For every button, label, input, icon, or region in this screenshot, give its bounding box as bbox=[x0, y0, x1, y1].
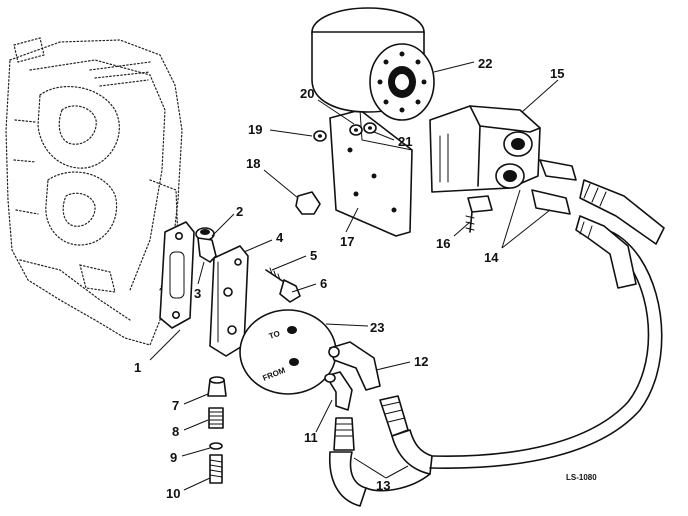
engine-block-housing bbox=[5, 37, 183, 346]
oil-cooler-housing bbox=[429, 105, 541, 193]
threaded-nipple bbox=[208, 407, 224, 429]
flat-washer-right bbox=[363, 122, 377, 134]
elbow-fitting-supply bbox=[328, 341, 381, 391]
callout-13: 13 bbox=[376, 478, 390, 493]
callout-7: 7 bbox=[172, 398, 179, 413]
callout-16: 16 bbox=[436, 236, 450, 251]
callout-19: 19 bbox=[248, 122, 262, 137]
elbow-fitting bbox=[195, 227, 217, 263]
callout-1: 1 bbox=[134, 360, 141, 375]
callout-9: 9 bbox=[170, 450, 177, 465]
callout-22: 22 bbox=[478, 56, 492, 71]
cap-screw bbox=[465, 195, 493, 233]
hose-fitting-upper bbox=[539, 159, 665, 245]
callout-8: 8 bbox=[172, 424, 179, 439]
sealing-washer bbox=[209, 442, 223, 450]
callout-6: 6 bbox=[320, 276, 327, 291]
elbow-fitting-return bbox=[324, 371, 353, 411]
callout-2: 2 bbox=[236, 204, 243, 219]
callout-15: 15 bbox=[550, 66, 564, 81]
callout-18: 18 bbox=[246, 156, 260, 171]
leader-lines bbox=[149, 61, 559, 491]
callout-21: 21 bbox=[398, 134, 412, 149]
hose-fitting-lower bbox=[531, 189, 637, 289]
drawing-number: LS-1080 bbox=[566, 473, 597, 482]
hose-assembly-lower bbox=[328, 417, 367, 507]
hex-nut bbox=[295, 191, 321, 215]
lock-washer bbox=[349, 124, 363, 136]
connector-fitting bbox=[207, 376, 227, 397]
callout-23: 23 bbox=[370, 320, 384, 335]
hose-assembly-upper bbox=[379, 395, 433, 475]
callout-12: 12 bbox=[414, 354, 428, 369]
callout-5: 5 bbox=[310, 248, 317, 263]
callout-3: 3 bbox=[194, 286, 201, 301]
callout-17: 17 bbox=[340, 234, 354, 249]
callout-4: 4 bbox=[276, 230, 284, 245]
callout-10: 10 bbox=[166, 486, 180, 501]
oil-filter bbox=[311, 7, 435, 121]
callout-11: 11 bbox=[304, 430, 318, 445]
callout-14: 14 bbox=[484, 250, 499, 265]
flat-washer-left bbox=[313, 130, 327, 142]
bolt-and-washer bbox=[265, 267, 301, 303]
gasket bbox=[159, 221, 195, 329]
callout-labels: 1 2 3 4 5 6 7 8 9 10 11 12 13 14 15 16 1… bbox=[134, 56, 564, 501]
cover-plate: TO FROM bbox=[239, 309, 337, 395]
callout-20: 20 bbox=[300, 86, 314, 101]
threaded-stud bbox=[209, 454, 223, 484]
adapter-plate bbox=[209, 245, 249, 357]
plate-label-to: TO bbox=[268, 329, 281, 341]
